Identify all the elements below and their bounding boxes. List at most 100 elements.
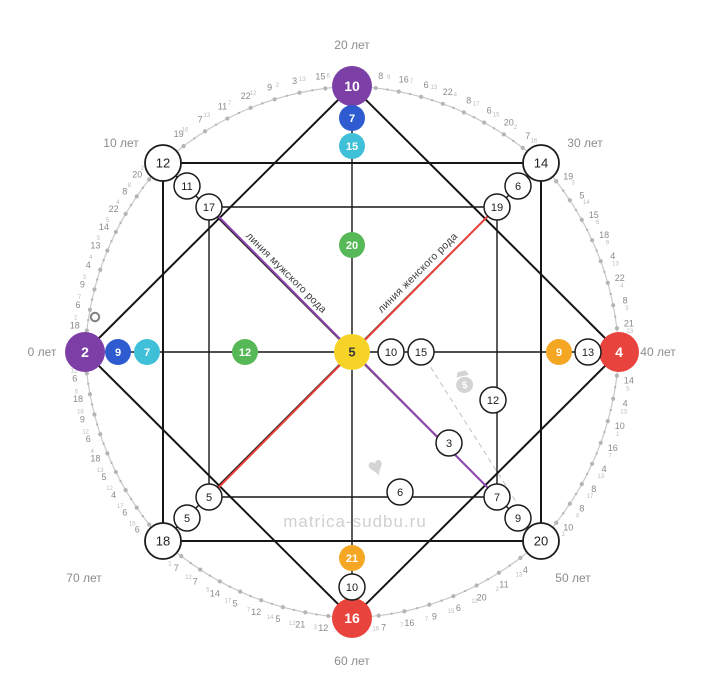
circle-right-orange[interactable]: 9 [546,339,572,365]
love-circle[interactable]: 6 [386,478,414,506]
age-dot-minor [492,127,496,130]
center-right-1[interactable]: 10 [377,338,405,366]
circle-left-cyan[interactable]: 7 [134,339,160,365]
age-dot-minor [95,278,99,281]
circle-br-inner-1-shape[interactable] [504,504,532,532]
center-right-2-shape[interactable] [407,338,435,366]
circle-bl-inner-1[interactable]: 5 [173,504,201,532]
money-circle-shape[interactable] [479,386,507,414]
vertex-50-years-circle-shape[interactable] [522,522,560,560]
vertex-70-years-circle-shape[interactable] [144,522,182,560]
center-right-1-shape[interactable] [377,338,405,366]
age-number: 4 [602,464,607,474]
earth-circle-green[interactable]: 12 [232,339,258,365]
circle-left-cyan-shape[interactable] [134,339,160,365]
age-dot-minor [285,94,289,97]
age-number: 19 [174,129,184,139]
vertex-20-years-circle[interactable]: 10 [332,66,372,106]
vertex-60-years-circle-shape[interactable] [332,598,372,638]
circle-left-blue-shape[interactable] [105,339,131,365]
age-subnumber: 23 [627,329,634,335]
circle-tl-inner-2-value: 17 [203,202,215,214]
earth-circle-green-shape[interactable] [232,339,258,365]
center-circle-value: 5 [348,345,355,360]
vertex-70-years-circle[interactable]: 18 [144,522,182,560]
circle-top-cyan-shape[interactable] [339,133,365,159]
circle-bottom-orange[interactable]: 21 [339,545,365,571]
age-dot [113,469,118,475]
age-label-30: 30 лет [567,136,603,150]
circle-tr-inner-1-shape[interactable] [504,172,532,200]
circle-right-white-shape[interactable] [574,338,602,366]
circle-br-inner-1[interactable]: 9 [504,504,532,532]
vertex-0-years-circle[interactable]: 2 [65,332,105,372]
age-dot [105,248,110,253]
vertex-40-years-circle-shape[interactable] [599,332,639,372]
age-dot-minor [237,111,241,115]
circle-bottom-white-shape[interactable] [338,573,366,601]
circle-top-cyan[interactable]: 15 [339,133,365,159]
male-line-label: линия мужского рода [243,230,329,316]
sky-circle-green-shape[interactable] [339,232,365,258]
circle-tr-inner-2-shape[interactable] [483,193,511,221]
circle-tr-inner-1[interactable]: 6 [504,172,532,200]
age-subnumber: 4 [91,449,95,455]
vertex-50-years-circle-value: 20 [534,534,548,549]
balance-circle[interactable]: 3 [435,429,463,457]
vertex-60-years-circle[interactable]: 16 [332,598,372,638]
circle-br-inner-2-shape[interactable] [483,483,511,511]
age-dot [323,86,328,91]
vertex-20-years-circle-shape[interactable] [332,66,372,106]
vertex-10-years-circle[interactable]: 12 [144,144,182,182]
age-subnumber: 12 [289,621,296,627]
vertex-30-years-circle[interactable]: 14 [522,144,560,182]
circle-bottom-white[interactable]: 10 [338,573,366,601]
circle-br-inner-2[interactable]: 7 [483,483,511,511]
vertex-0-years-circle-shape[interactable] [65,332,105,372]
circle-tl-inner-1[interactable]: 11 [173,172,201,200]
age-subnumber: 7 [608,453,612,459]
circle-tr-inner-2[interactable]: 19 [483,193,511,221]
vertex-40-years-circle[interactable]: 4 [599,332,639,372]
center-circle[interactable]: 5 [334,334,370,370]
center-circle-shape[interactable] [334,334,370,370]
age-subnumber: 4 [454,93,458,99]
circle-bl-inner-1-shape[interactable] [173,504,201,532]
age-subnumber: 12 [250,91,257,97]
circle-bottom-orange-shape[interactable] [339,545,365,571]
age-dot [419,94,424,99]
vertex-10-years-circle-shape[interactable] [144,144,182,182]
vertex-30-years-circle-shape[interactable] [522,144,560,182]
circle-left-blue[interactable]: 9 [105,339,131,365]
age-dot-minor [129,497,133,501]
circle-right-orange-shape[interactable] [546,339,572,365]
circle-right-white[interactable]: 13 [574,338,602,366]
age-subnumber: 11 [471,599,478,605]
age-dot [198,567,203,572]
age-number: 16 [404,618,414,628]
circle-bl-inner-2[interactable]: 5 [195,483,223,511]
circle-top-blue-shape[interactable] [339,105,365,131]
age-dot-minor [119,479,122,483]
circle-top-blue[interactable]: 7 [339,105,365,131]
age-dot [98,432,103,437]
money-circle[interactable]: 12 [479,386,507,414]
circle-tl-inner-1-shape[interactable] [173,172,201,200]
balance-circle-shape[interactable] [435,429,463,457]
age-dot-minor [141,186,145,190]
center-right-2[interactable]: 15 [407,338,435,366]
love-circle-shape[interactable] [386,478,414,506]
sky-circle-green-value: 20 [346,240,358,252]
circle-tl-inner-2-shape[interactable] [195,193,223,221]
circle-bl-inner-2-value: 5 [206,492,212,504]
vertex-50-years-circle[interactable]: 20 [522,522,560,560]
circle-bl-inner-2-shape[interactable] [195,483,223,511]
age-dot-minor [486,578,490,581]
age-number: 12 [251,607,261,617]
age-dot [482,120,487,125]
age-number: 7 [193,577,198,587]
sky-circle-green[interactable]: 20 [339,232,365,258]
circle-tl-inner-2[interactable]: 17 [195,193,223,221]
age-dot [134,194,139,199]
